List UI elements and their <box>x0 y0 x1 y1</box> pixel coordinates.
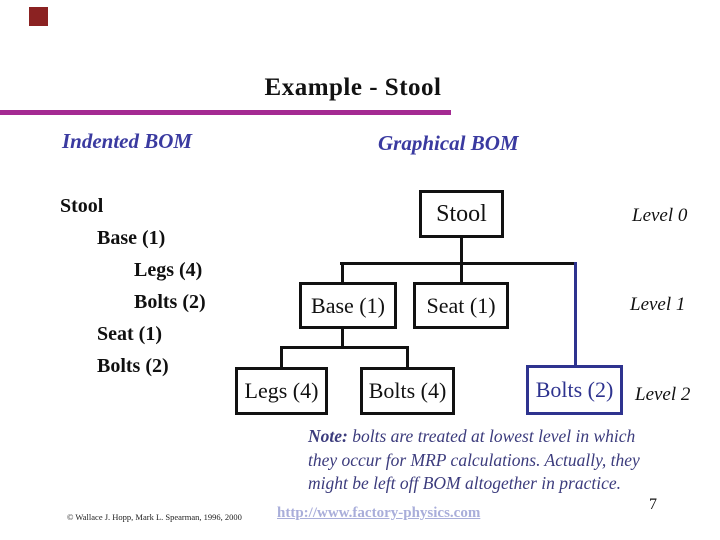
indented-bom-list: Stool Base (1) Legs (4) Bolts (2) Seat (… <box>60 190 206 382</box>
bom-item-stool: Stool <box>60 195 104 217</box>
connector-to-bolts4 <box>406 346 409 368</box>
bom-node-legs: Legs (4) <box>235 367 328 415</box>
connector-to-base <box>341 262 344 283</box>
bom-node-bolts2: Bolts (2) <box>526 365 623 415</box>
note-text: Note: bolts are treated at lowest level … <box>308 425 678 496</box>
bom-item-base: Base (1) <box>97 227 166 249</box>
copyright-text: © Wallace J. Hopp, Mark L. Spearman, 199… <box>67 512 242 522</box>
title-rule <box>0 110 451 115</box>
indented-bom-heading: Indented BOM <box>62 129 193 153</box>
level-2-label: Level 2 <box>635 384 691 405</box>
factory-physics-link[interactable]: http://www.factory-physics.com <box>277 505 481 521</box>
graphical-bom-heading: Graphical BOM <box>378 131 519 155</box>
connector-to-bolts2 <box>574 262 577 366</box>
page-number: 7 <box>649 496 657 513</box>
bom-item-legs: Legs (4) <box>134 259 203 281</box>
bom-item-bolts2a: Bolts (2) <box>134 291 206 313</box>
level-0-label: Level 0 <box>632 205 688 226</box>
slide-logo-square <box>29 7 48 26</box>
connector-level1-horizontal <box>340 262 577 265</box>
bom-item-seat: Seat (1) <box>97 323 162 345</box>
bom-node-seat: Seat (1) <box>413 282 509 329</box>
connector-stool-down <box>460 235 463 282</box>
bom-item-bolts2b: Bolts (2) <box>97 355 169 377</box>
connector-to-legs <box>280 346 283 368</box>
note-line-2: they occur for MRP calculations. Actuall… <box>308 449 640 470</box>
slide-title: Example - Stool <box>264 74 442 101</box>
connector-base-down <box>341 327 344 347</box>
note-line-3: might be left off BOM altogether in prac… <box>308 473 621 493</box>
level-1-label: Level 1 <box>630 294 686 315</box>
note-line-1: Note: bolts are treated at lowest level … <box>308 426 636 446</box>
bom-node-stool: Stool <box>419 190 504 238</box>
note-label: Note: <box>308 426 348 446</box>
bom-node-bolts4: Bolts (4) <box>360 367 455 415</box>
bom-node-base: Base (1) <box>299 282 397 329</box>
connector-level2-horizontal <box>280 346 409 349</box>
